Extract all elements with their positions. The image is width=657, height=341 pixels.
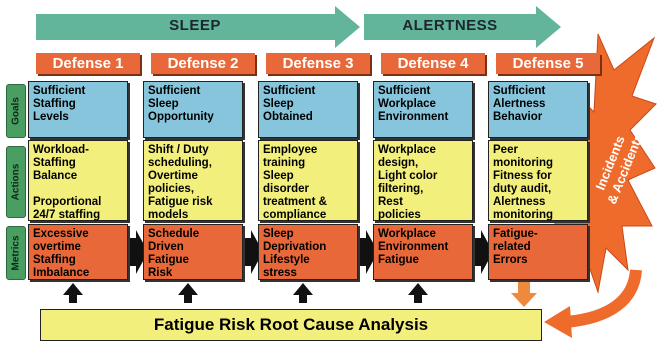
metric-cell: Sleep Deprivation Lifestyle stress: [258, 224, 358, 280]
row-label-actions-text: Actions: [10, 163, 22, 201]
action-cell: Peer monitoring Fitness for duty audit, …: [488, 140, 588, 221]
defense-1-header: Defense 1: [36, 53, 140, 74]
metric-connector-arrow: [243, 230, 263, 274]
metric-cell: Workplace Environment Fatigue: [373, 224, 473, 280]
row-label-goals: Goals: [6, 84, 26, 138]
metric-connector-arrow: [128, 230, 148, 274]
metric-connector-arrow: [358, 230, 378, 274]
defense-2-header: Defense 2: [151, 53, 255, 74]
rca-up-arrow: [178, 283, 198, 303]
metric-cell: Fatigue- related Errors: [488, 224, 588, 280]
action-cell: Workload- Staffing Balance Proportional …: [28, 140, 128, 221]
goal-cell: Sufficient Staffing Levels: [28, 81, 128, 138]
sleep-banner-arrow: [36, 6, 360, 48]
feedback-arrowhead: [544, 306, 572, 338]
root-cause-analysis-box: Fatigue Risk Root Cause Analysis: [40, 309, 542, 341]
action-cell: Employee training Sleep disorder treatme…: [258, 140, 358, 221]
feedback-curved-arrow: [565, 269, 642, 328]
defense-3-header: Defense 3: [266, 53, 370, 74]
rca-up-arrow: [63, 283, 83, 303]
rca-up-arrow: [408, 283, 428, 303]
action-cell: Shift / Duty scheduling, Overtime polici…: [143, 140, 243, 221]
row-label-metrics: Metrics: [6, 226, 26, 280]
rca-down-arrow: [511, 282, 537, 307]
goal-cell: Sufficient Sleep Opportunity: [143, 81, 243, 138]
row-label-metrics-text: Metrics: [10, 235, 22, 271]
goal-cell: Sufficient Alertness Behavior: [488, 81, 588, 138]
rca-up-arrow: [293, 283, 313, 303]
metric-connector-arrow: [473, 230, 493, 274]
goal-cell: Sufficient Sleep Obtained: [258, 81, 358, 138]
alertness-banner-arrow: [364, 6, 561, 48]
row-label-goals-text: Goals: [10, 97, 22, 125]
row-label-actions: Actions: [6, 146, 26, 218]
metric-cell: Schedule Driven Fatigue Risk: [143, 224, 243, 280]
alertness-banner-label: ALERTNESS: [402, 17, 498, 34]
goal-cell: Sufficient Workplace Environment: [373, 81, 473, 138]
action-cell: Workplace design, Light color filtering,…: [373, 140, 473, 221]
defense-5-header: Defense 5: [496, 53, 600, 74]
metric-cell: Excessive overtime Staffing Imbalance: [28, 224, 128, 280]
sleep-banner-label: SLEEP: [169, 17, 221, 34]
defense-4-header: Defense 4: [381, 53, 485, 74]
